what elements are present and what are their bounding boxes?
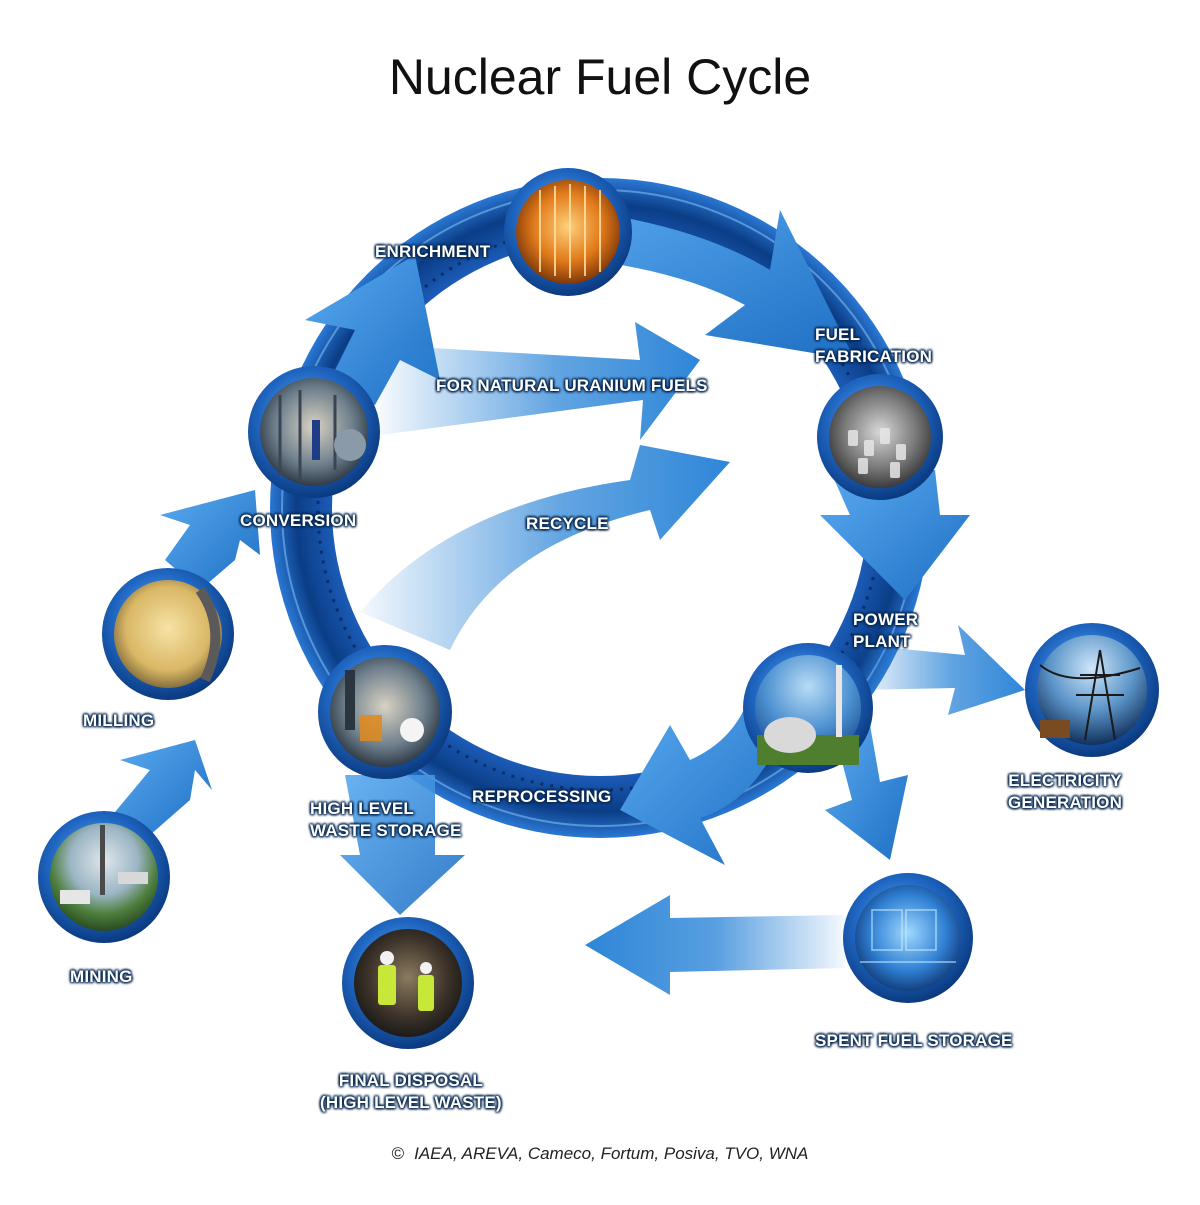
arrow-spent-to-disposal	[585, 895, 845, 995]
diagram-title: Nuclear Fuel Cycle	[388, 49, 812, 105]
node-final-disposal	[342, 917, 474, 1049]
arrow-natural-uranium	[380, 322, 700, 440]
node-high-level-waste-storage	[318, 645, 452, 779]
label-reprocessing: REPROCESSING	[472, 787, 612, 806]
node-electricity	[1025, 623, 1159, 757]
label-milling: MILLING	[83, 711, 155, 730]
arrow-plant-to-electricity	[860, 625, 1025, 715]
label-mining: MINING	[70, 967, 133, 986]
arrow-reprocessing	[620, 695, 790, 865]
node-spent-fuel-storage	[843, 873, 973, 1003]
label-natural-uranium-flow: FOR NATURAL URANIUM FUELS	[436, 376, 708, 395]
node-conversion	[248, 366, 380, 498]
arrow-fabrication-to-plant	[820, 470, 970, 600]
node-enrichment	[504, 168, 632, 296]
node-milling	[102, 568, 234, 700]
label-recycle-flow: RECYCLE	[526, 514, 609, 533]
credit-line: © IAEA, AREVA, Cameco, Fortum, Posiva, TV…	[0, 1144, 1200, 1164]
arrow-recycle	[360, 445, 730, 650]
arrow-conversion-to-enrichment	[305, 255, 440, 405]
label-spent-fuel-storage: SPENT FUEL STORAGE	[815, 1031, 1013, 1050]
copyright-icon: ©	[391, 1144, 405, 1163]
credit-text: IAEA, AREVA, Cameco, Fortum, Posiva, TVO…	[414, 1144, 809, 1163]
label-conversion: CONVERSION	[240, 511, 357, 530]
arrow-mining-to-milling	[115, 740, 212, 835]
node-power-plant	[743, 643, 873, 773]
label-final-disposal: FINAL DISPOSAL(HIGH LEVEL WASTE)	[320, 1071, 502, 1112]
node-fuel-fabrication	[817, 374, 943, 500]
node-mining	[38, 811, 170, 943]
arrow-milling-to-conversion	[160, 490, 260, 590]
label-enrichment: ENRICHMENT	[375, 242, 491, 261]
arrow-storage-to-disposal	[340, 775, 465, 915]
